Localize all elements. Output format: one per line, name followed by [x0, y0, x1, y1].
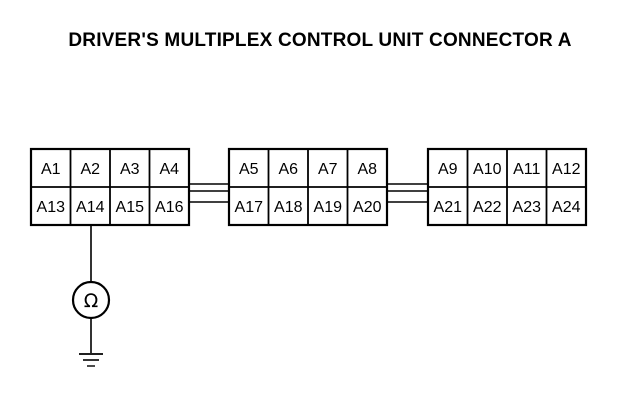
- terminal-a1: A1: [41, 161, 61, 178]
- terminal-a4: A4: [159, 161, 179, 178]
- terminal-a2: A2: [80, 161, 100, 178]
- terminal-a5: A5: [239, 161, 259, 178]
- terminal-a3: A3: [120, 161, 140, 178]
- terminal-a7: A7: [318, 161, 338, 178]
- terminal-a16: A16: [155, 199, 184, 216]
- terminal-a8: A8: [357, 161, 377, 178]
- terminal-a11: A11: [513, 161, 540, 178]
- terminal-a19: A19: [314, 199, 343, 216]
- terminal-a13: A13: [37, 199, 66, 216]
- terminal-a12: A12: [552, 161, 581, 178]
- terminal-a20: A20: [353, 199, 382, 216]
- terminal-a17: A17: [235, 199, 264, 216]
- terminal-a21: A21: [434, 199, 463, 216]
- terminal-a24: A24: [552, 199, 581, 216]
- ground-symbol-icon: [79, 353, 103, 367]
- diagram-title: DRIVER'S MULTIPLEX CONTROL UNIT CONNECTO…: [68, 30, 572, 51]
- terminal-a10: A10: [473, 161, 502, 178]
- terminal-a14: A14: [76, 199, 105, 216]
- terminal-a15: A15: [116, 199, 145, 216]
- terminal-a18: A18: [274, 199, 303, 216]
- ohm-symbol-label: Ω: [84, 290, 99, 312]
- ohmmeter-icon: Ω: [71, 280, 111, 320]
- terminal-a9: A9: [438, 161, 458, 178]
- terminal-a22: A22: [473, 199, 502, 216]
- terminal-a6: A6: [278, 161, 298, 178]
- terminal-a23: A23: [513, 199, 542, 216]
